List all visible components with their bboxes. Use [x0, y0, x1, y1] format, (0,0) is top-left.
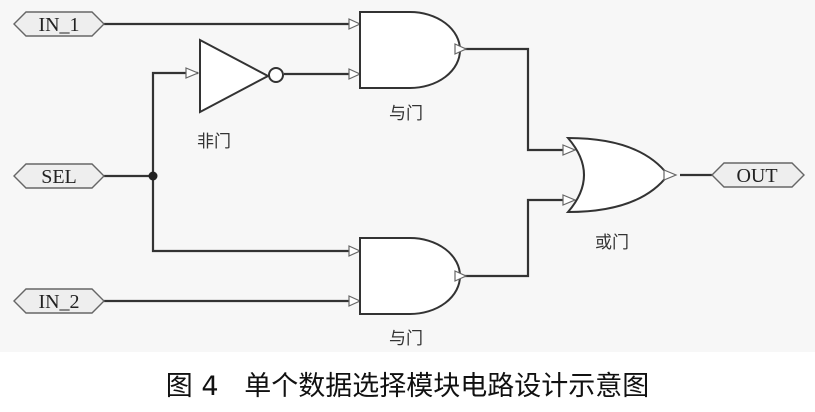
or-gate-label: 或门 [595, 233, 629, 253]
pin-arrow-and-bottom-b [348, 295, 362, 307]
port-out-label: OUT [736, 165, 777, 187]
port-in1-label: IN_1 [38, 14, 79, 36]
and-top-output-marker [454, 43, 468, 55]
not-gate-bubble [268, 67, 284, 83]
port-sel-shape [13, 163, 105, 189]
and-bottom-output-marker [454, 270, 468, 282]
circuit-svg: IN_1 SEL IN_2 OUT 与门 非门 或门 与门 [13, 11, 805, 349]
junction-dot [148, 171, 158, 181]
wire-sel-to-and-bottom [151, 176, 358, 253]
port-in1-shape [13, 11, 105, 37]
port-sel-label: SEL [41, 166, 77, 188]
pin-arrow-and-bottom-a [348, 245, 362, 257]
port-in2-shape [13, 288, 105, 314]
and-gate-top [359, 11, 461, 89]
or-output-marker [663, 169, 678, 181]
port-out-shape [711, 162, 805, 188]
and-gate-top-label: 与门 [389, 104, 423, 124]
and-gate-bottom-label: 与门 [389, 329, 423, 349]
pin-arrow-and-top-b [348, 68, 362, 80]
wire-and-top-to-or [464, 47, 572, 152]
pin-arrow-not [185, 67, 200, 79]
pin-arrow-and-top-a [348, 18, 362, 30]
wire-and-bottom-to-or [464, 198, 572, 278]
figure-caption: 图 4 单个数据选择模块电路设计示意图 [165, 371, 650, 402]
circuit-diagram: IN_1 SEL IN_2 OUT 与门 非门 或门 与门 [13, 11, 805, 349]
wire-sel-to-not [151, 71, 198, 176]
pin-arrow-or-b [562, 194, 577, 206]
or-gate [565, 136, 670, 214]
and-gate-bottom [359, 237, 461, 315]
port-in2-label: IN_2 [38, 291, 79, 313]
pin-arrow-or-a [562, 144, 577, 156]
not-gate [199, 38, 271, 114]
not-gate-label: 非门 [197, 132, 231, 152]
